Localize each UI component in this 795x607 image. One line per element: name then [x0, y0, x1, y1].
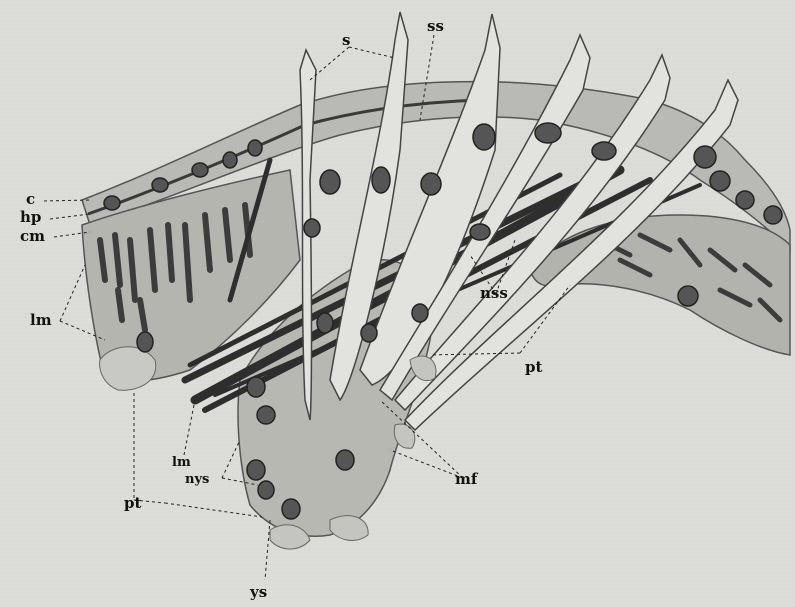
label-nss: nss: [480, 286, 508, 301]
label-pt-right: pt: [525, 360, 542, 375]
label-s: s: [342, 33, 350, 48]
label-pt-left: pt: [124, 496, 141, 511]
label-nys: nys: [185, 473, 209, 486]
label-mf: mf: [455, 472, 477, 487]
label-lm-bottom: lm: [172, 456, 191, 469]
label-c: c: [26, 192, 35, 207]
label-lm-left: lm: [30, 313, 52, 328]
label-ys: ys: [250, 585, 267, 600]
label-ss-top: ss: [427, 19, 444, 34]
label-hp: hp: [20, 210, 41, 225]
label-cm: cm: [20, 229, 45, 244]
